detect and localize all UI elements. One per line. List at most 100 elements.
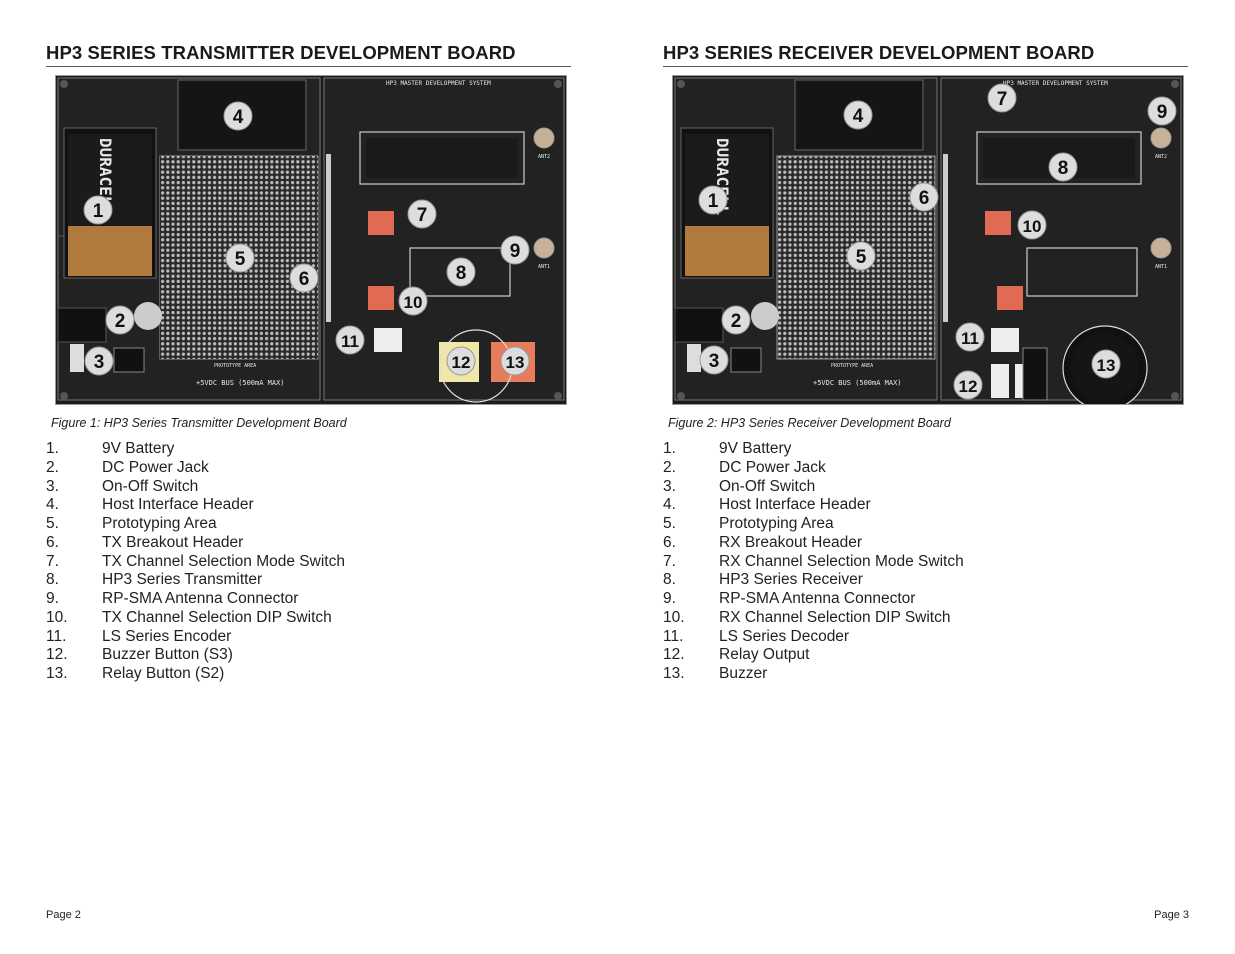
callout-9: 9 — [500, 235, 530, 265]
callout-2: 2 — [105, 305, 135, 335]
callout-4: 4 — [843, 100, 873, 130]
ant2-label: ANT2 — [538, 154, 550, 160]
callout-1: 1 — [83, 195, 113, 225]
svg-text:7: 7 — [997, 89, 1008, 110]
callout-3: 3 — [699, 345, 729, 375]
list-item: 11.LS Series Decoder — [663, 627, 850, 645]
board-header-label: HP3 MASTER DEVELOPMENT SYSTEM — [1003, 80, 1108, 87]
list-item: 4.Host Interface Header — [663, 496, 871, 514]
list-item: 10.TX Channel Selection DIP Switch — [46, 608, 332, 626]
callout-10: 10 — [398, 286, 428, 316]
list-item: 2.DC Power Jack — [46, 458, 209, 476]
callout-6: 6 — [909, 182, 939, 212]
callout-7: 7 — [407, 199, 437, 229]
ant1-label: ANT1 — [1155, 264, 1167, 270]
svg-text:5: 5 — [856, 247, 867, 268]
list-item: 6.RX Breakout Header — [663, 533, 863, 551]
page-number: Page 3 — [1154, 909, 1189, 921]
ant2-label: ANT2 — [1155, 154, 1167, 160]
svg-text:3: 3 — [94, 352, 105, 373]
page-title: HP3 SERIES RECEIVER DEVELOPMENT BOARD — [663, 42, 1188, 67]
callout-13: 13 — [500, 346, 530, 376]
callout-1: 1 — [698, 185, 728, 215]
svg-text:12: 12 — [452, 353, 471, 372]
board-photo: DURACELL HP3 MASTER DEVELOPMENT SYSTEM +… — [672, 75, 1184, 405]
callout-markers: 1 2 3 4 5 6 7 8 9 10 11 12 13 — [83, 101, 530, 376]
right-page: HP3 SERIES RECEIVER DEVELOPMENT BOARD DU… — [663, 0, 1189, 954]
svg-text:6: 6 — [299, 269, 310, 290]
callout-7: 7 — [987, 83, 1017, 113]
component-list: 1.9V Battery 2.DC Power Jack 3.On-Off Sw… — [46, 440, 571, 684]
list-item: 3.On-Off Switch — [663, 477, 816, 495]
list-item: 13.Relay Button (S2) — [46, 665, 225, 682]
list-item: 7.RX Channel Selection Mode Switch — [663, 552, 964, 570]
page-number: Page 2 — [46, 909, 81, 921]
list-item: 9.RP-SMA Antenna Connector — [46, 590, 299, 607]
list-item: 8.HP3 Series Transmitter — [46, 571, 263, 589]
svg-text:7: 7 — [417, 205, 428, 226]
callout-4: 4 — [223, 101, 253, 131]
svg-text:8: 8 — [456, 263, 467, 284]
callout-13: 13 — [1091, 349, 1121, 379]
list-item: 12.Buzzer Button (S3) — [46, 646, 233, 664]
proto-label: PROTOTYPE AREA — [831, 363, 873, 369]
svg-text:13: 13 — [1097, 356, 1116, 375]
list-item: 11.LS Series Encoder — [46, 627, 232, 645]
callout-6: 6 — [289, 263, 319, 293]
svg-text:4: 4 — [233, 107, 244, 128]
svg-text:12: 12 — [959, 377, 978, 396]
callout-12: 12 — [953, 370, 983, 400]
board-header-label: HP3 MASTER DEVELOPMENT SYSTEM — [386, 80, 491, 87]
ant1-label: ANT1 — [538, 264, 550, 270]
receiver-board-image: DURACELL HP3 MASTER DEVELOPMENT SYSTEM +… — [673, 76, 1183, 404]
svg-text:8: 8 — [1058, 158, 1069, 179]
callout-5: 5 — [846, 241, 876, 271]
list-item: 13.Buzzer — [663, 665, 768, 682]
left-page: HP3 SERIES TRANSMITTER DEVELOPMENT BOARD — [46, 0, 571, 954]
svg-text:9: 9 — [510, 241, 521, 262]
svg-text:2: 2 — [731, 311, 742, 332]
callout-markers: 1 2 3 4 5 6 7 8 9 10 11 12 13 — [698, 83, 1177, 400]
list-item: 1.9V Battery — [46, 440, 175, 457]
svg-text:4: 4 — [853, 106, 864, 127]
callout-8: 8 — [1048, 152, 1078, 182]
list-item: 5.Prototyping Area — [46, 515, 217, 532]
svg-text:2: 2 — [115, 311, 126, 332]
page-title: HP3 SERIES TRANSMITTER DEVELOPMENT BOARD — [46, 42, 571, 67]
svg-text:1: 1 — [708, 191, 719, 212]
callout-11: 11 — [955, 322, 985, 352]
list-item: 2.DC Power Jack — [663, 458, 826, 476]
callout-11: 11 — [335, 325, 365, 355]
svg-text:10: 10 — [1023, 217, 1042, 236]
callout-3: 3 — [84, 346, 114, 376]
list-item: 6.TX Breakout Header — [46, 533, 244, 551]
mounting-holes — [677, 80, 1179, 400]
svg-text:13: 13 — [506, 353, 525, 372]
svg-text:6: 6 — [919, 188, 930, 209]
list-item: 12.Relay Output — [663, 646, 810, 664]
svg-text:11: 11 — [341, 332, 359, 351]
list-item: 8.HP3 Series Receiver — [663, 571, 863, 589]
list-item: 10.RX Channel Selection DIP Switch — [663, 608, 951, 626]
svg-text:9: 9 — [1157, 102, 1168, 123]
callout-8: 8 — [446, 257, 476, 287]
mounting-holes — [60, 80, 562, 400]
svg-text:11: 11 — [961, 329, 979, 348]
proto-label: PROTOTYPE AREA — [214, 363, 256, 369]
svg-text:1: 1 — [93, 201, 104, 222]
transmitter-board-image: DURACELL HP3 MASTER DEVELOPMENT SYSTEM — [56, 76, 566, 404]
list-item: 7.TX Channel Selection Mode Switch — [46, 552, 345, 570]
list-item: 5.Prototyping Area — [663, 515, 834, 532]
svg-text:10: 10 — [404, 293, 423, 312]
list-item: 9.RP-SMA Antenna Connector — [663, 590, 916, 607]
callout-9: 9 — [1147, 96, 1177, 126]
svg-text:3: 3 — [709, 351, 720, 372]
bus-label: +5VDC BUS (500mA MAX) — [196, 379, 285, 387]
figure-caption: Figure 1: HP3 Series Transmitter Develop… — [51, 416, 347, 430]
callout-5: 5 — [225, 243, 255, 273]
svg-text:5: 5 — [235, 249, 246, 270]
callout-10: 10 — [1017, 210, 1047, 240]
component-list: 1.9V Battery 2.DC Power Jack 3.On-Off Sw… — [663, 440, 1188, 684]
list-item: 4.Host Interface Header — [46, 496, 254, 514]
board-photo: DURACELL HP3 MASTER DEVELOPMENT SYSTEM — [55, 75, 567, 405]
